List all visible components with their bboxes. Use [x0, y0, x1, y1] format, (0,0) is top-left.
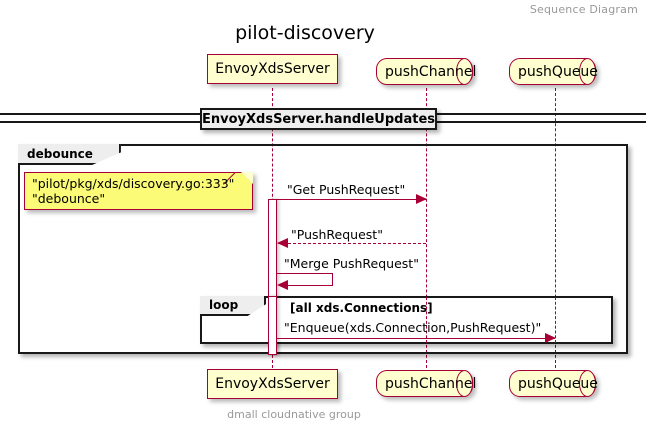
- queue-cap-icon: [456, 58, 473, 85]
- participant-pushchannel-top[interactable]: pushChannel: [376, 58, 481, 85]
- participant-label: pushChannel: [385, 63, 477, 80]
- message-label-merge-pushrequest: "Merge PushRequest": [284, 256, 419, 271]
- participant-pushqueue-top[interactable]: pushQueue: [509, 58, 604, 85]
- note-line-1: "pilot/pkg/xds/discovery.go:333": [32, 176, 235, 191]
- message-arrowhead-enqueue: [545, 333, 556, 343]
- message-line-merge-bottom: [288, 285, 333, 286]
- group-tab-label: loop: [209, 298, 239, 312]
- message-arrowhead-merge-pushrequest: [277, 280, 288, 290]
- note-fold-corner-icon: [241, 172, 253, 184]
- message-line-get-pushrequest: [277, 199, 426, 200]
- participant-pushqueue-bottom[interactable]: pushQueue: [509, 370, 604, 397]
- participant-pushchannel-bottom[interactable]: pushChannel: [376, 370, 481, 397]
- message-line-merge-top: [277, 273, 333, 274]
- participant-label: pushQueue: [518, 63, 598, 80]
- message-label-pushrequest-return: "PushRequest": [291, 227, 383, 242]
- page-title-text: pilot-discovery: [235, 22, 375, 44]
- participant-envoyxdsserver-top[interactable]: EnvoyXdsServer: [207, 54, 338, 84]
- participant-envoyxdsserver-bottom[interactable]: EnvoyXdsServer: [207, 369, 338, 399]
- message-line-pushrequest-return: [278, 243, 426, 244]
- queue-cap-icon: [579, 370, 596, 397]
- divider-label-box: EnvoyXdsServer.handleUpdates: [200, 108, 437, 130]
- message-label-enqueue: "Enqueue(xds.Connection,PushRequest)": [284, 320, 542, 335]
- group-tab-debounce: debounce: [18, 144, 121, 165]
- message-arrowhead-get-pushrequest: [416, 194, 427, 204]
- lifeline-pushqueue-loop: [555, 297, 556, 343]
- lifeline-pushchannel: [426, 88, 427, 368]
- activation-bar-envoyxdsserver-loop: [268, 296, 277, 355]
- message-line-merge-right: [332, 273, 333, 285]
- diagram-footer: dmall cloudnative group: [0, 408, 646, 421]
- diagram-footer-text: dmall cloudnative group: [227, 408, 361, 421]
- group-tab-label: debounce: [27, 146, 93, 161]
- note-debounce: "pilot/pkg/xds/discovery.go:333" "deboun…: [24, 172, 253, 210]
- page-title: pilot-discovery: [0, 22, 646, 44]
- group-tab-loop: loop: [200, 296, 267, 316]
- diagram-type-caption: Sequence Diagram: [529, 3, 638, 16]
- participant-label: pushChannel: [385, 375, 477, 392]
- queue-cap-icon: [456, 370, 473, 397]
- participant-label: EnvoyXdsServer: [215, 376, 330, 392]
- participant-label: pushQueue: [518, 375, 598, 392]
- message-line-enqueue: [277, 338, 555, 339]
- group-frame-debounce: [18, 144, 628, 354]
- divider-label: EnvoyXdsServer.handleUpdates: [201, 111, 436, 127]
- group-guard-loop: [all xds.Connections]: [290, 301, 433, 315]
- lifeline-pushchannel-loop: [426, 297, 427, 343]
- message-label-get-pushrequest: "Get PushRequest": [287, 182, 406, 197]
- message-arrowhead-pushrequest-return: [277, 238, 288, 248]
- participant-label: EnvoyXdsServer: [215, 61, 330, 77]
- queue-cap-icon: [579, 58, 596, 85]
- lifeline-pushqueue: [555, 88, 556, 368]
- note-line-2: "debounce": [32, 191, 106, 206]
